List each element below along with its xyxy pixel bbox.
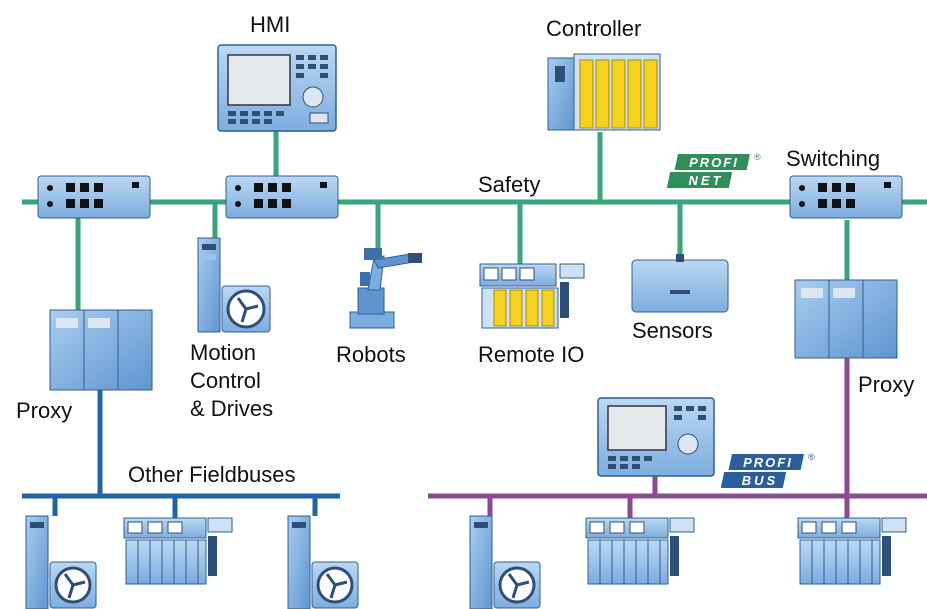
- profinet-logo-top: PROFI: [689, 155, 739, 170]
- profibus-line: [428, 358, 927, 518]
- profinet-bus: [22, 130, 927, 310]
- profibus-logo-bottom: BUS: [742, 473, 778, 488]
- label-controller: Controller: [546, 16, 642, 41]
- network-switch-icon: [225, 175, 339, 219]
- label-motion-line3: & Drives: [190, 396, 274, 421]
- profibus-logo-top: PROFI: [743, 455, 793, 470]
- label-other-fieldbuses: Other Fieldbuses: [128, 462, 296, 487]
- network-switch-icon: [789, 175, 903, 219]
- remote-io-icon: [797, 517, 907, 585]
- remote-io-icon: [123, 517, 233, 585]
- hmi-panel-icon: [217, 44, 337, 132]
- label-sensors: Sensors: [632, 318, 713, 343]
- drive-motor-icon: [287, 515, 359, 609]
- label-remote-io: Remote IO: [478, 342, 585, 367]
- label-robots: Robots: [336, 342, 406, 367]
- drive-motor-icon: [25, 515, 97, 609]
- proxy-gateway-icon: [49, 309, 153, 391]
- network-switch-icon: [37, 175, 151, 219]
- hmi-panel-icon: [597, 397, 715, 477]
- profibus-registered: ®: [808, 452, 815, 462]
- profinet-logo-bottom: NET: [689, 173, 724, 188]
- label-proxy-left: Proxy: [16, 398, 73, 423]
- profibus-logo: PROFI BUS ®: [720, 452, 815, 488]
- sensor-box-icon: [631, 254, 729, 313]
- robot-arm-icon: [349, 248, 422, 329]
- drive-motor-icon: [469, 515, 541, 609]
- controller-plc-icon: [547, 53, 661, 131]
- label-motion-line2: Control: [190, 368, 261, 393]
- proxy-gateway-icon: [794, 279, 898, 359]
- label-motion-line1: Motion: [190, 340, 257, 365]
- label-switching: Switching: [786, 146, 881, 171]
- label-hmi: HMI: [250, 12, 291, 37]
- drive-motor-icon: [197, 237, 271, 333]
- remote-io-icon: [585, 517, 695, 585]
- remote-io-icon: [479, 263, 585, 329]
- label-safety: Safety: [478, 172, 541, 197]
- label-proxy-right: Proxy: [858, 372, 915, 397]
- profinet-registered: ®: [754, 152, 761, 162]
- fieldbus-line: [22, 388, 340, 518]
- profinet-logo: PROFI NET ®: [666, 152, 761, 188]
